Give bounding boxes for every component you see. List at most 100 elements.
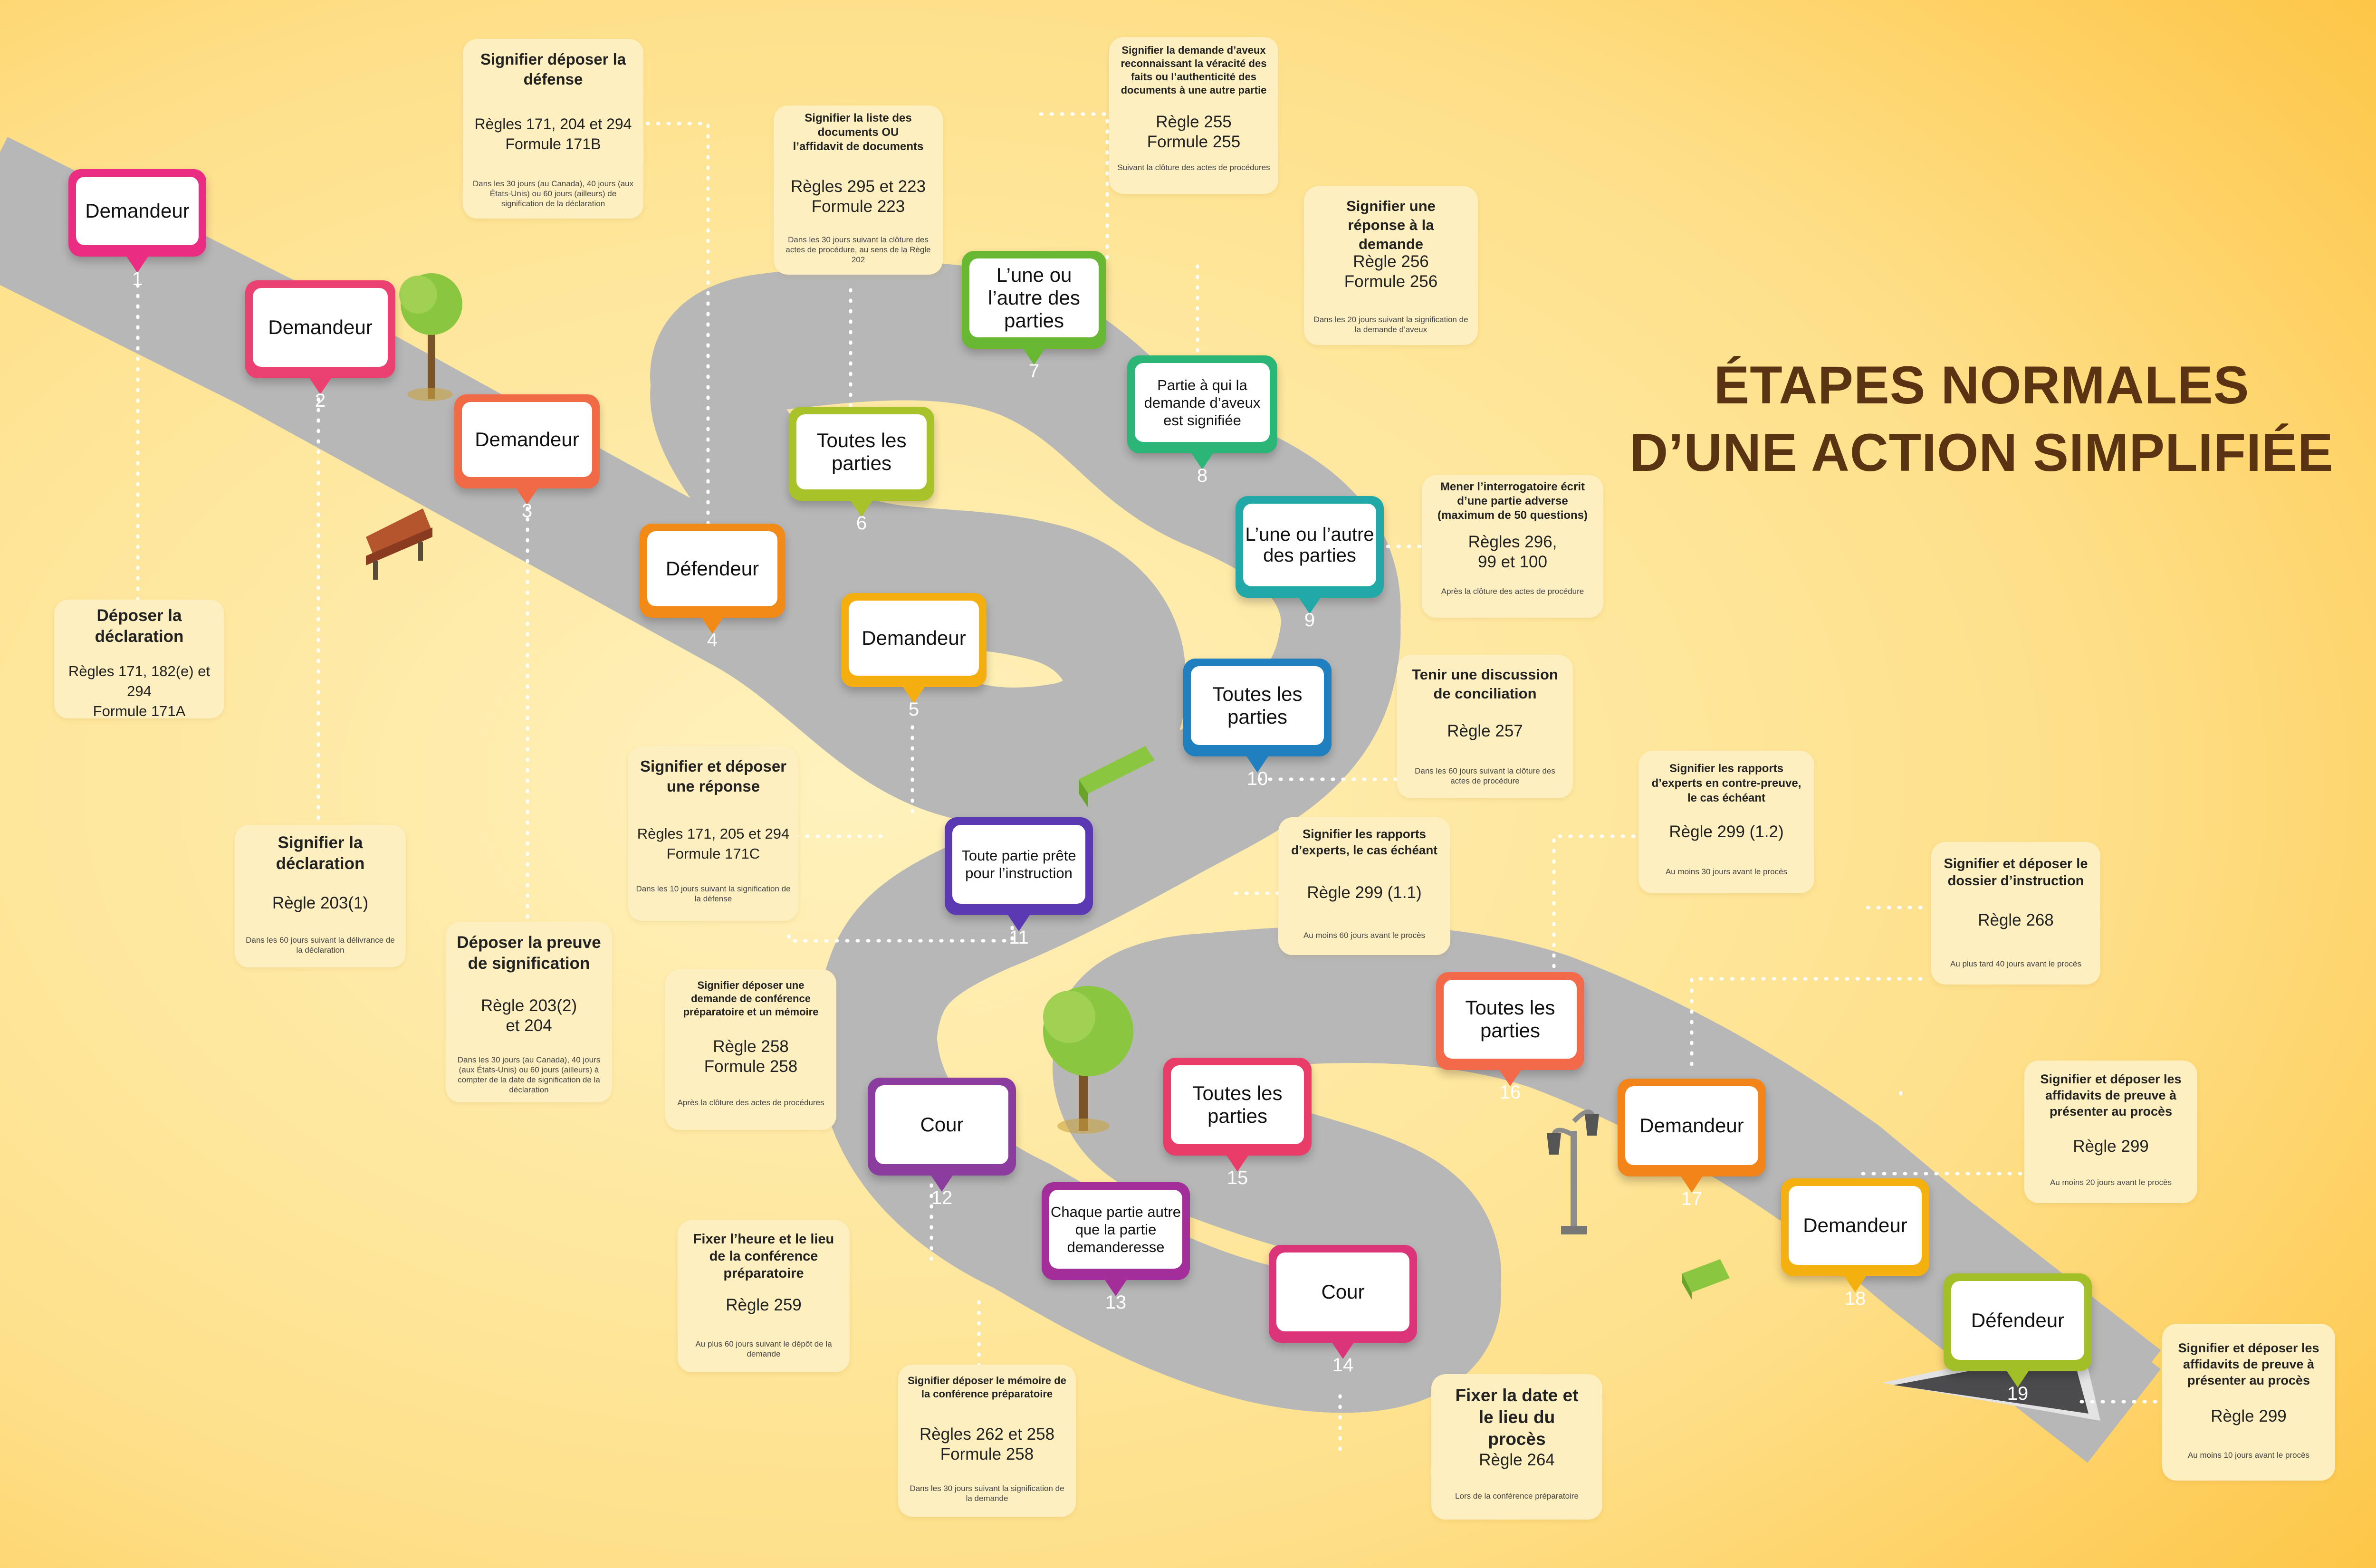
pin-pointer (1023, 348, 1045, 365)
info-box-step-8: Signifier une réponse à la demande Règle… (1304, 186, 1478, 345)
pin-pointer (850, 500, 873, 517)
pin-pointer (701, 617, 724, 634)
step-label: Demandeur (253, 288, 388, 367)
tree-decoration (1043, 986, 1133, 1134)
info-box-step-15: Signifier les rapports d’experts, le cas… (1278, 817, 1450, 955)
lamp-decoration (1547, 1109, 1599, 1234)
info-box-title: Fixer l’heure et le lieu de la conférenc… (693, 1232, 834, 1281)
info-box-step-12: Fixer l’heure et le lieu de la conférenc… (678, 1220, 850, 1372)
info-box-step-4: Signifier et déposer une réponse Règles … (628, 746, 798, 921)
step-number: 13 (1105, 1292, 1127, 1313)
info-box-deadline: Au moins 10 jours avant le procès (2187, 1451, 2310, 1460)
step-number: 4 (707, 630, 718, 650)
step-label: Toutes les parties (1444, 980, 1577, 1059)
pin-pointer (1246, 755, 1269, 773)
step-label: L’une ou l’autre des parties (969, 258, 1099, 337)
step-marker-11: Toute partie prête pour l’instruction 11 (945, 817, 1093, 948)
info-box-title: Signifier et déposer les affidavits de p… (2040, 1072, 2182, 1119)
step-marker-16: Toutes les parties 16 (1436, 972, 1584, 1103)
info-box-rules: Règles 262 et 258 Formule 258 (919, 1425, 1055, 1463)
info-box-step-13: Signifier déposer le mémoire de la confé… (898, 1365, 1076, 1517)
info-box-rules: Règle 259 (726, 1296, 802, 1314)
info-box-deadline: Au moins 60 jours avant le procès (1303, 931, 1426, 940)
info-box-title: Signifier les rapports d’experts en cont… (1651, 762, 1801, 804)
title-line-2: D’UNE ACTION SIMPLIFIÉE (1629, 423, 2334, 482)
info-box-title: Signifier la liste des documents OU l’af… (793, 112, 924, 153)
info-box-rules: Règle 258 Formule 258 (704, 1037, 798, 1076)
pin-pointer (1191, 452, 1214, 469)
step-label: Demandeur (1625, 1086, 1758, 1165)
info-box-step-17: Signifier et déposer le dossier d’instru… (1931, 842, 2100, 985)
winding-road (0, 190, 2124, 1463)
info-box-step-16: Signifier les rapports d’experts en cont… (1638, 751, 1814, 893)
info-box-deadline: Lors de la conférence préparatoire (1455, 1492, 1579, 1501)
info-box-rules: Règles 295 et 223 Formule 223 (790, 177, 926, 216)
info-box-deadline: Après la clôture des actes de procédures (677, 1098, 824, 1107)
info-box-deadline: Au plus 60 jours suivant le dépôt de la … (695, 1339, 832, 1358)
pin-pointer (1104, 1279, 1127, 1296)
info-box-title: Signifier et déposer les affidavits de p… (2178, 1341, 2319, 1387)
pin-pointer (1844, 1275, 1867, 1292)
info-box-rules: Règles 296, 99 et 100 (1468, 533, 1557, 571)
info-box-rules: Règle 299 (1.2) (1669, 822, 1784, 841)
info-box-rules: Règle 255 Formule 255 (1147, 113, 1241, 151)
info-box-title: Déposer la déclaration (95, 606, 184, 646)
info-box-step-2: Signifier la déclaration Règle 203(1) Da… (235, 825, 406, 967)
info-box-title: Fixer la date et le lieu du procès (1455, 1386, 1579, 1449)
step-number: 16 (1499, 1082, 1521, 1103)
info-box-step-3: Signifier déposer la défense Règles 171,… (463, 39, 643, 219)
step-number: 19 (2007, 1383, 2029, 1404)
pin-pointer (516, 488, 538, 505)
step-label: Toute partie prête pour l’instruction (952, 825, 1085, 904)
step-label: Partie à qui la demande d’aveux est sign… (1135, 363, 1270, 442)
info-box-deadline: Dans les 30 jours suivant la clôture des… (786, 235, 931, 264)
step-marker-6: Toutes les parties 6 (789, 407, 934, 534)
tree-decoration (399, 273, 462, 401)
info-box-title: Déposer la preuve de signification (457, 933, 601, 973)
step-label: Demandeur (849, 601, 979, 676)
info-box-title: Signifier et déposer le dossier d’instru… (1944, 856, 2088, 889)
pin-pointer (126, 256, 149, 273)
info-box-title: Signifier déposer le mémoire de la confé… (908, 1375, 1066, 1400)
step-label: Toutes les parties (1191, 666, 1324, 745)
info-box-step-10: Tenir une discussion de conciliation Règ… (1397, 655, 1573, 798)
pin-pointer (1332, 1342, 1354, 1359)
step-number: 1 (132, 268, 143, 289)
pin-pointer (1680, 1176, 1703, 1193)
step-number: 6 (856, 513, 867, 534)
info-box-title: Signifier la déclaration (276, 833, 365, 873)
pin-pointer (902, 686, 925, 703)
info-box-deadline: Dans les 30 jours (au Canada), 40 jours … (472, 179, 634, 208)
title-line-1: ÉTAPES NORMALES (1714, 355, 2250, 415)
info-box-step-7: Signifier la demande d’aveux reconnaissa… (1109, 37, 1278, 194)
step-number: 11 (1009, 927, 1029, 948)
info-box-deadline: Dans les 30 jours (au Canada), 40 jours … (457, 1055, 601, 1094)
info-box-deadline: Dans les 60 jours suivant la délivrance … (246, 936, 395, 955)
page-title: ÉTAPES NORMALES D’UNE ACTION SIMPLIFIÉE (1587, 352, 2376, 487)
info-box-step-9: Mener l’interrogatoire écrit d’une parti… (1422, 475, 1603, 618)
step-label: Défendeur (1951, 1281, 2084, 1360)
info-box-step-19: Signifier et déposer les affidavits de p… (2162, 1324, 2335, 1481)
step-label: L’une ou l’autre des parties (1243, 504, 1376, 586)
info-box-deadline: Suivant la clôture des actes de procédur… (1117, 163, 1270, 172)
pin-pointer (1226, 1155, 1249, 1172)
step-number: 5 (908, 699, 920, 720)
info-box-rules: Règle 264 (1479, 1451, 1555, 1469)
info-box-step-3b: Déposer la preuve de signification Règle… (446, 922, 612, 1102)
info-box-step-1: Déposer la déclaration Règles 171, 182(e… (54, 600, 224, 719)
info-box-title: Signifier déposer une demande de confére… (683, 979, 819, 1018)
info-box-rules: Règle 299 (2073, 1137, 2149, 1156)
pin-pointer (1499, 1069, 1522, 1086)
pin-pointer (930, 1175, 953, 1192)
info-box-deadline: Dans les 10 jours suivant la significati… (636, 884, 791, 903)
info-box-step-14: Fixer la date et le lieu du procès Règle… (1431, 1374, 1602, 1520)
info-box-deadline: Dans les 60 jours suivant la clôture des… (1415, 766, 1555, 785)
pin-pointer (2006, 1370, 2029, 1387)
step-label: Toutes les parties (796, 414, 927, 489)
